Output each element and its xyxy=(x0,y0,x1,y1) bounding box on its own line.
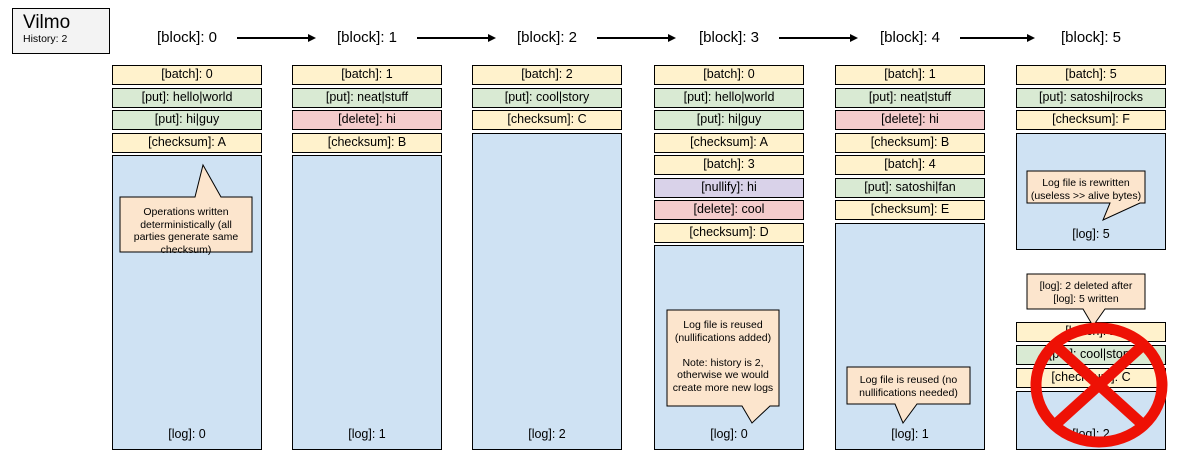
callout-text: Log file is reused (no nullifications ne… xyxy=(849,374,968,399)
callout-bubble xyxy=(846,366,971,425)
block-label-5: [block]: 5 xyxy=(1060,29,1122,46)
op-row-put: [put]: hello|world xyxy=(654,88,804,108)
callout-line: [log]: 5 written xyxy=(1053,292,1119,305)
op-row-put: [put]: neat|stuff xyxy=(292,88,442,108)
log-label: [log]: 1 xyxy=(348,427,386,441)
op-row-delete: [delete]: hi xyxy=(835,110,985,130)
op-row-checksum: [checksum]: C xyxy=(472,110,622,130)
flow-arrow-icon xyxy=(237,34,316,41)
log-label: [log]: 0 xyxy=(710,427,748,441)
op-row-checksum: [checksum]: F xyxy=(1016,110,1166,130)
callout-bubble xyxy=(1026,273,1146,327)
op-row-put: [put]: hi|guy xyxy=(654,110,804,130)
callout-line xyxy=(669,344,777,357)
legend-box: Vilmo History: 2 xyxy=(12,8,110,54)
op-row-checksum: [checksum]: B xyxy=(835,133,985,153)
callout-line: Log file is reused (no xyxy=(859,374,958,386)
callout-bubble xyxy=(666,309,780,424)
callout-line: Operations written xyxy=(143,206,229,218)
callout-text: [log]: 2 deleted after [log]: 5 written xyxy=(1029,280,1143,305)
log-file-box: [log]: 1 xyxy=(835,223,985,450)
op-row-put: [put]: cool|story xyxy=(472,88,622,108)
block-column-5: [batch]: 5 [put]: satoshi|rocks [checksu… xyxy=(1016,0,1168,458)
block-label-0: [block]: 0 xyxy=(156,29,218,46)
op-row-checksum: [checksum]: E xyxy=(835,200,985,220)
op-row-checksum: [checksum]: D xyxy=(654,223,804,243)
log-label: [log]: 1 xyxy=(891,427,929,441)
flow-arrow-icon xyxy=(597,34,676,41)
callout-line: [log]: 2 deleted after xyxy=(1039,280,1133,292)
callout-line: Log file is reused xyxy=(683,319,763,331)
op-row-batch: [batch]: 0 xyxy=(654,65,804,85)
callout-line: Note: history is 2, xyxy=(682,356,764,369)
log-file-box: [log]: 2 xyxy=(472,133,622,450)
callout-line: nullifications needed) xyxy=(859,386,958,399)
op-row-checksum: [checksum]: A xyxy=(654,133,804,153)
op-row-checksum: [checksum]: A xyxy=(112,133,262,153)
op-row-batch: [batch]: 3 xyxy=(654,155,804,175)
op-row-delete: [delete]: cool xyxy=(654,200,804,220)
op-row-put: [put]: satoshi|fan xyxy=(835,178,985,198)
op-row-batch: [batch]: 1 xyxy=(835,65,985,85)
log-file-box: [log]: 1 xyxy=(292,155,442,450)
op-row-put: [put]: satoshi|rocks xyxy=(1016,88,1166,108)
block-column-2: [batch]: 2 [put]: cool|story [checksum]:… xyxy=(472,0,622,458)
op-row-put: [put]: hello|world xyxy=(112,88,262,108)
flow-arrow-icon xyxy=(960,34,1035,41)
op-row-batch: [batch]: 0 xyxy=(112,65,262,85)
block-label-2: [block]: 2 xyxy=(516,29,578,46)
op-row-put: [put]: neat|stuff xyxy=(835,88,985,108)
block-column-3: [batch]: 0 [put]: hello|world [put]: hi|… xyxy=(654,0,804,458)
prohibited-x-icon xyxy=(1030,322,1168,448)
callout-bubble xyxy=(1026,170,1146,221)
log-label: [log]: 2 xyxy=(528,427,566,441)
op-row-batch: [batch]: 2 xyxy=(472,65,622,85)
callout-line: otherwise we would xyxy=(677,369,769,381)
callout-line: (useless >> alive bytes) xyxy=(1030,189,1142,202)
callout-line: Log file is rewritten xyxy=(1042,177,1130,189)
op-row-put: [put]: hi|guy xyxy=(112,110,262,130)
block-column-1: [batch]: 1 [put]: neat|stuff [delete]: h… xyxy=(292,0,442,458)
log-label: [log]: 0 xyxy=(168,427,206,441)
callout-line: checksum) xyxy=(160,243,212,256)
op-row-checksum: [checksum]: B xyxy=(292,133,442,153)
op-row-nullify: [nullify]: hi xyxy=(654,178,804,198)
log-label: [log]: 5 xyxy=(1072,227,1110,241)
legend-history: History: 2 xyxy=(23,33,68,45)
block-column-0: [batch]: 0 [put]: hello|world [put]: hi|… xyxy=(112,0,262,458)
flow-arrow-icon xyxy=(417,34,496,41)
block-label-1: [block]: 1 xyxy=(336,29,398,46)
op-row-batch: [batch]: 1 xyxy=(292,65,442,85)
callout-line: deterministically (all xyxy=(140,218,232,231)
op-row-batch: [batch]: 4 xyxy=(835,155,985,175)
callout-text: Log file is rewritten (useless >> alive … xyxy=(1029,177,1143,202)
block-label-4: [block]: 4 xyxy=(879,29,941,46)
block-column-4: [batch]: 1 [put]: neat|stuff [delete]: h… xyxy=(835,0,985,458)
callout-line: (nullifications added) xyxy=(674,331,772,344)
callout-text: Operations written deterministically (al… xyxy=(122,206,250,256)
flow-arrow-icon xyxy=(779,34,858,41)
callout-line: create more new logs xyxy=(672,381,774,394)
op-row-batch: [batch]: 5 xyxy=(1016,65,1166,85)
callout-bubble xyxy=(119,163,253,253)
callout-text: Log file is reused (nullifications added… xyxy=(669,319,777,394)
block-label-3: [block]: 3 xyxy=(698,29,760,46)
op-row-delete: [delete]: hi xyxy=(292,110,442,130)
callout-line: parties generate same xyxy=(133,231,239,243)
legend-title: Vilmo xyxy=(23,12,71,33)
